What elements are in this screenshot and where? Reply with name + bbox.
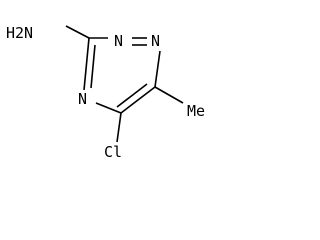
- n1-label: N: [151, 32, 160, 50]
- bond-c5-chlorine: [116, 112, 122, 143]
- bond-n4-c3-a: [83, 37, 90, 91]
- n2-label: N: [114, 32, 123, 50]
- bond-c6-c5-b: [116, 83, 148, 108]
- n4-label: N: [78, 90, 87, 108]
- bond-c6-c5-a: [120, 86, 156, 114]
- amine-label: H2N: [6, 24, 33, 42]
- bond-n4-c3-b: [90, 44, 96, 89]
- molecule-structure: H2N N N N Cl Me: [6, 24, 205, 161]
- bond-c3-amine: [65, 25, 90, 39]
- bond-c6-methyl: [154, 86, 184, 104]
- bond-n1-c6: [154, 50, 161, 88]
- bond-c5-n4: [95, 102, 122, 114]
- chlorine-label: Cl: [104, 143, 122, 161]
- methyl-label: Me: [187, 102, 205, 120]
